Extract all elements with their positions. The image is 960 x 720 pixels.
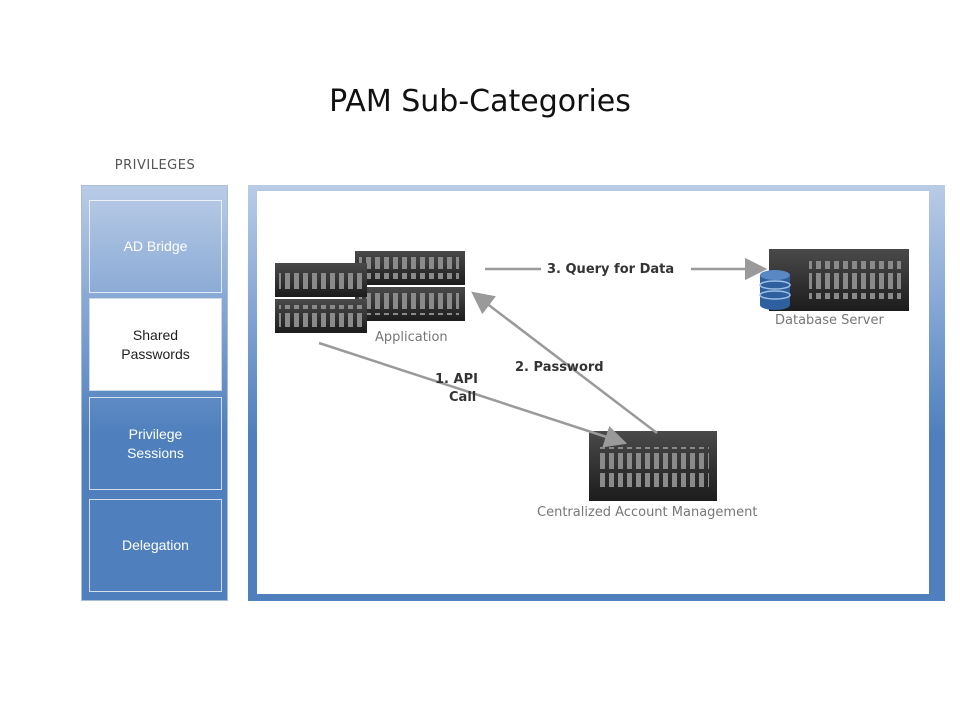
query-label: 3. Query for Data: [547, 262, 674, 277]
diagram-panel: Application Database Server Centralized …: [248, 185, 945, 601]
application-server-icon: [275, 251, 465, 333]
password-label: 2. Password: [515, 360, 604, 375]
database-label: Database Server: [775, 313, 884, 328]
cam-label: Centralized Account Management: [537, 505, 757, 520]
nav-item-label: AD Bridge: [123, 238, 188, 255]
password-arrow: [471, 291, 658, 434]
section-label: PRIVILEGES: [114, 158, 196, 173]
query-label-bg: [541, 257, 691, 279]
nav-item-label: Delegation: [122, 537, 189, 554]
api-call-label-line1: 1. API: [435, 372, 478, 387]
nav-item-shared-passwords[interactable]: Shared Passwords: [89, 298, 222, 391]
cam-server-icon: [589, 431, 717, 501]
nav-item-label: Privilege Sessions: [127, 425, 184, 461]
pam-diagram: Application Database Server Centralized …: [275, 249, 909, 520]
nav-item-delegation[interactable]: Delegation: [89, 499, 222, 592]
nav-item-ad-bridge[interactable]: AD Bridge: [89, 200, 222, 293]
privileges-nav: AD Bridge Shared Passwords Privilege Ses…: [81, 185, 228, 601]
api-call-label-line2: Call: [449, 390, 476, 405]
database-server-icon: [769, 249, 909, 311]
database-icon: [759, 270, 791, 310]
application-label: Application: [375, 330, 448, 345]
diagram-canvas: Application Database Server Centralized …: [257, 191, 929, 594]
page-title: PAM Sub-Categories: [329, 84, 631, 119]
api-call-arrow: [318, 341, 628, 448]
nav-item-privilege-sessions[interactable]: Privilege Sessions: [89, 397, 222, 490]
nav-item-label: Shared Passwords: [121, 326, 190, 362]
